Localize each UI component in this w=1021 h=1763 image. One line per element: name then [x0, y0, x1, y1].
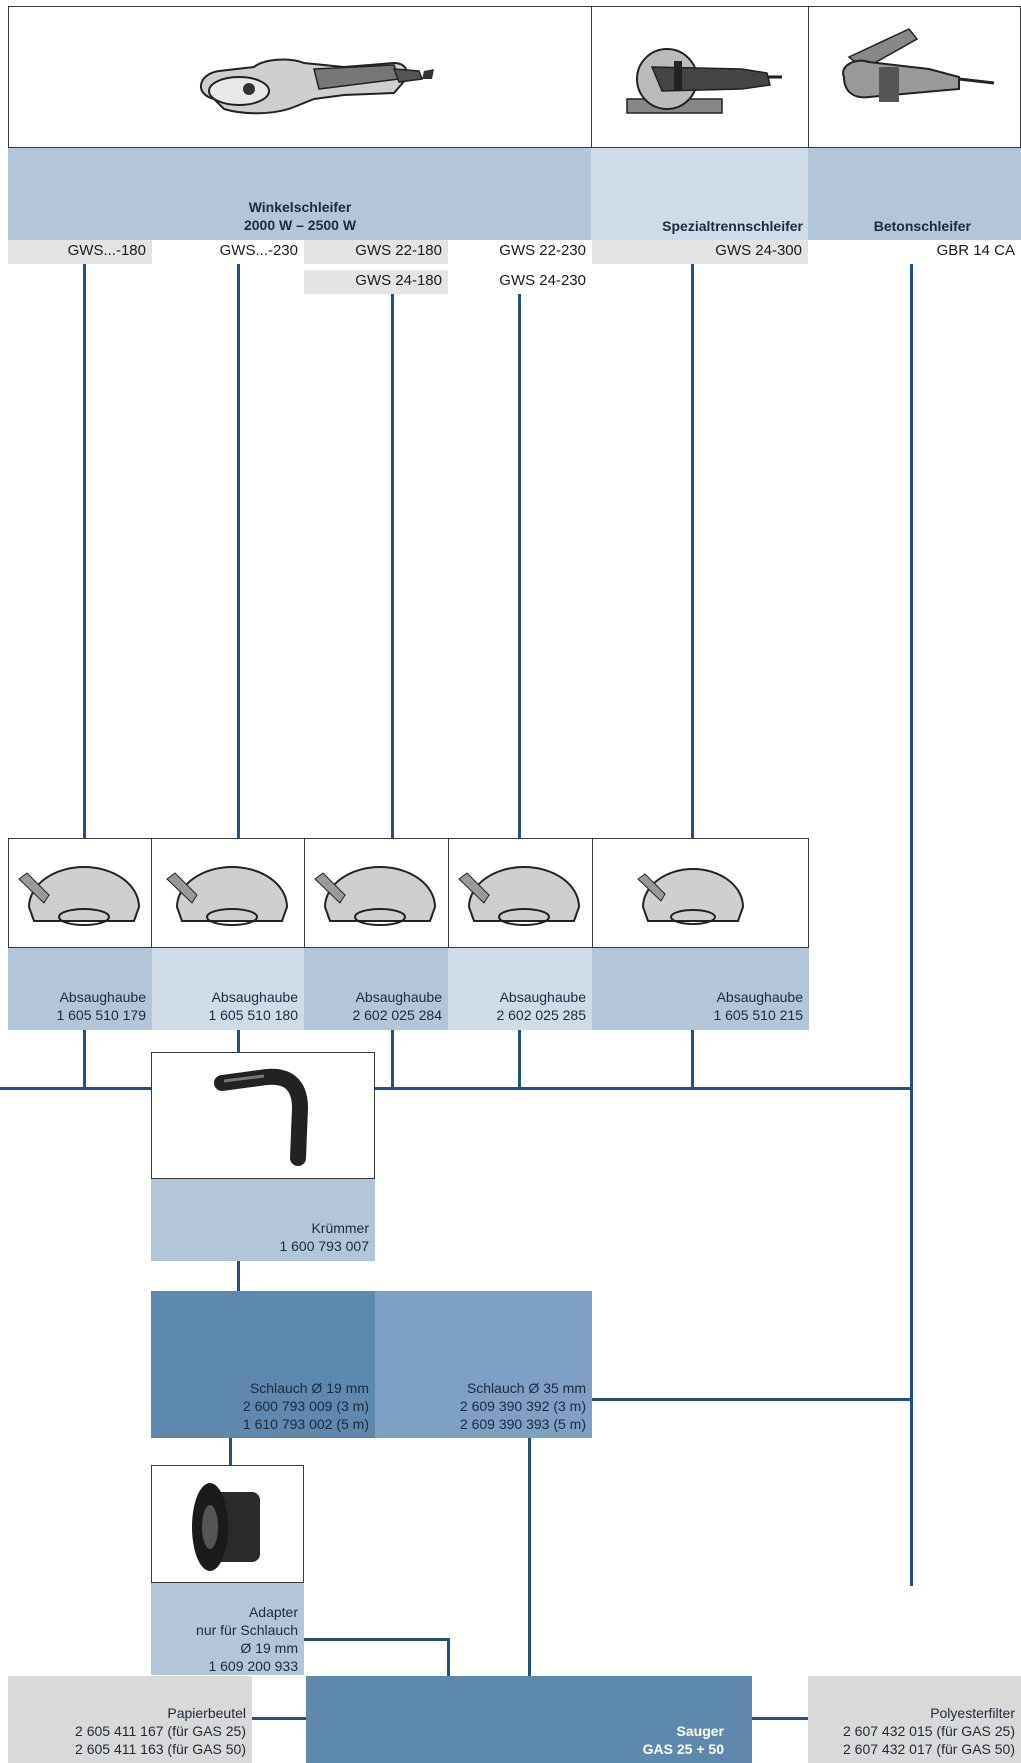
cut-off-grinder-icon	[626, 48, 782, 114]
connector	[518, 1030, 521, 1088]
papierbeutel-box: Papierbeutel 2 605 411 167 (für GAS 25) …	[8, 1676, 252, 1763]
papierbeutel-line2: 2 605 411 167 (für GAS 25)	[75, 1723, 246, 1739]
model-cell: GBR 14 CA	[936, 242, 1015, 259]
adapter-line3: Ø 19 mm	[240, 1640, 298, 1656]
kruemmer-number: 1 600 793 007	[279, 1238, 369, 1254]
connector	[237, 1030, 240, 1052]
connector	[83, 1030, 86, 1088]
hood-image-box	[8, 838, 152, 948]
hood-image-box	[304, 838, 449, 948]
connector	[237, 264, 240, 840]
spezial-header: Spezialtrennschleifer	[591, 148, 809, 240]
connector	[304, 1638, 450, 1641]
polyester-title: Polyesterfilter	[930, 1705, 1015, 1721]
model-cell: GWS 24-300	[592, 240, 808, 264]
connector	[374, 1087, 913, 1090]
dust-hood-icon	[18, 866, 141, 926]
papierbeutel-title: Papierbeutel	[167, 1705, 246, 1721]
winkel-title: Winkelschleifer	[248, 199, 352, 215]
hose19-line2: 2 600 793 009 (3 m)	[242, 1398, 369, 1414]
hood-image-box	[592, 838, 809, 948]
beton-title: Betonschleifer	[873, 218, 971, 234]
model-cell: GWS...-230	[219, 242, 298, 259]
connector	[691, 264, 694, 840]
connector	[592, 1398, 913, 1401]
hood-number: 1 605 510 179	[56, 1007, 146, 1023]
kruemmer-label: Krümmer 1 600 793 007	[151, 1179, 375, 1261]
hood-title: Absaughaube	[59, 989, 146, 1005]
kruemmer-image-box	[151, 1052, 375, 1179]
hood-label: Absaughaube 1 605 510 215	[592, 948, 809, 1030]
adapter-number: 1 609 200 933	[208, 1658, 298, 1674]
sauger-model: GAS 25 + 50	[642, 1741, 724, 1757]
adapter-label: Adapter nur für Schlauch Ø 19 mm 1 609 2…	[151, 1583, 304, 1675]
hose35-title: Schlauch Ø 35 mm	[466, 1380, 586, 1396]
sauger-title: Sauger	[676, 1723, 724, 1739]
polyester-line2: 2 607 432 015 (für GAS 25)	[843, 1723, 1015, 1739]
connector	[447, 1638, 450, 1678]
hood-image-box	[151, 838, 305, 948]
connector	[752, 1717, 808, 1720]
concrete-grinder-icon	[842, 28, 995, 102]
hose35-line3: 2 609 390 393 (5 m)	[459, 1416, 586, 1432]
beton-header: Betonschleifer	[808, 148, 1021, 240]
hood-label: Absaughaube 1 605 510 180	[152, 948, 304, 1030]
connector	[391, 294, 394, 840]
connector	[83, 264, 86, 840]
spezial-title: Spezialtrennschleifer	[662, 218, 803, 234]
hood-label: Absaughaube 2 602 025 284	[304, 948, 448, 1030]
connector	[252, 1717, 306, 1720]
model-cell: GWS 24-230	[499, 272, 586, 289]
angle-grinder-icon	[200, 58, 434, 115]
hood-title: Absaughaube	[716, 989, 803, 1005]
papierbeutel-line3: 2 605 411 163 (für GAS 50)	[75, 1741, 246, 1757]
hood-image-box	[448, 838, 593, 948]
hood-title: Absaughaube	[499, 989, 586, 1005]
hose19-title: Schlauch Ø 19 mm	[249, 1380, 369, 1396]
elbow-pipe-icon	[214, 1068, 309, 1166]
dust-hood-icon	[637, 868, 745, 925]
dust-hood-icon	[458, 866, 581, 926]
hose19-box: Schlauch Ø 19 mm 2 600 793 009 (3 m) 1 6…	[151, 1291, 375, 1438]
adapter-icon	[192, 1483, 260, 1571]
sauger-box: Sauger GAS 25 + 50	[306, 1676, 752, 1763]
connector	[910, 264, 913, 1586]
connector	[518, 294, 521, 840]
model-cell: GWS...-180	[8, 240, 152, 264]
dust-hood-icon	[166, 866, 289, 926]
hood-number: 2 602 025 285	[496, 1007, 586, 1023]
kruemmer-title: Krümmer	[311, 1220, 369, 1236]
spezial-image-box	[591, 6, 809, 148]
hose19-line3: 1 610 793 002 (5 m)	[242, 1416, 369, 1432]
hood-number: 1 605 510 215	[713, 1007, 803, 1023]
model-cell: GWS 22-180	[304, 240, 448, 264]
hood-title: Absaughaube	[211, 989, 298, 1005]
hose35-box: Schlauch Ø 35 mm 2 609 390 392 (3 m) 2 6…	[375, 1291, 592, 1438]
hose35-line2: 2 609 390 392 (3 m)	[459, 1398, 586, 1414]
winkel-image-box	[8, 6, 592, 148]
winkel-header: Winkelschleifer 2000 W – 2500 W	[8, 148, 592, 240]
connector	[691, 1030, 694, 1088]
winkel-power: 2000 W – 2500 W	[243, 217, 357, 233]
connector	[391, 1030, 394, 1088]
model-cell: GWS 24-180	[304, 270, 448, 294]
connector	[237, 1261, 240, 1291]
connector	[229, 1438, 232, 1466]
adapter-image-box	[151, 1465, 304, 1583]
hood-label: Absaughaube 2 602 025 285	[448, 948, 592, 1030]
polyester-line3: 2 607 432 017 (für GAS 50)	[843, 1741, 1015, 1757]
dust-hood-icon	[314, 866, 437, 926]
connector	[528, 1438, 531, 1678]
connector	[0, 1087, 152, 1090]
polyester-box: Polyesterfilter 2 607 432 015 (für GAS 2…	[808, 1676, 1021, 1763]
hood-label: Absaughaube 1 605 510 179	[8, 948, 152, 1030]
beton-image-box	[808, 6, 1021, 148]
adapter-line1: Adapter	[248, 1604, 298, 1620]
adapter-line2: nur für Schlauch	[196, 1622, 298, 1638]
model-cell: GWS 22-230	[499, 242, 586, 259]
hood-title: Absaughaube	[355, 989, 442, 1005]
hood-number: 2 602 025 284	[352, 1007, 442, 1023]
hood-number: 1 605 510 180	[208, 1007, 298, 1023]
